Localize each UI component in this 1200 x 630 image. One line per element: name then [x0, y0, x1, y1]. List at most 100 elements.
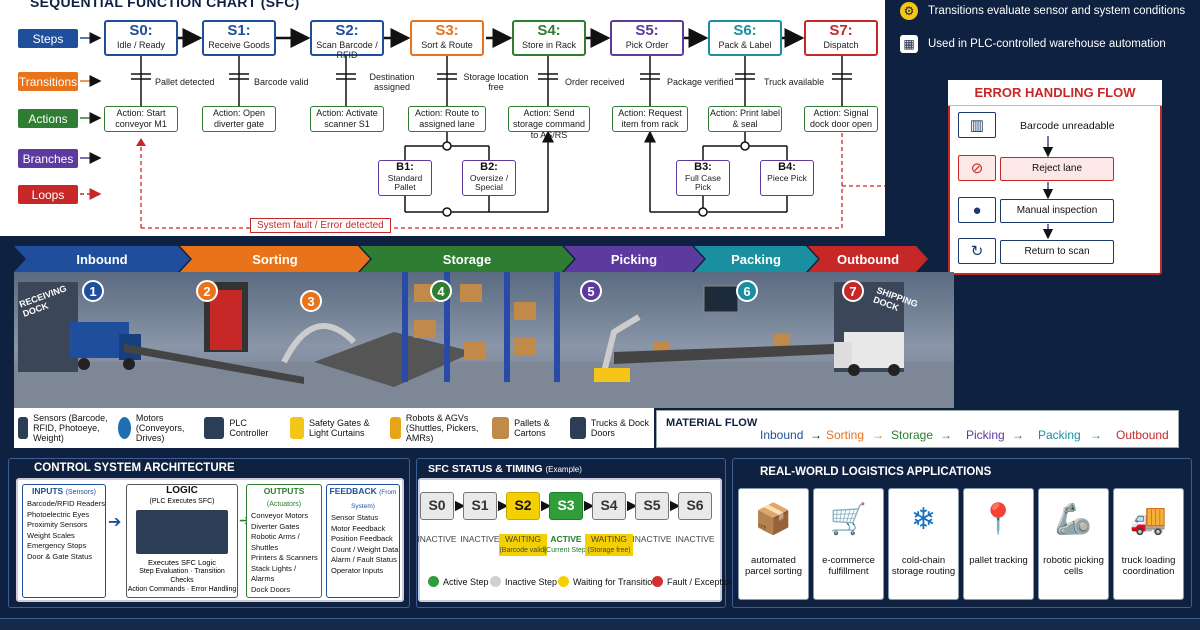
feedback-item: Position Feedback [331, 534, 393, 543]
conveyor-box-icon: 📦 [754, 502, 793, 536]
status-step-s5: S5 [635, 492, 669, 520]
output-item: Conveyor Motors [251, 511, 309, 520]
sfc-action: Action: Start conveyor M1 [104, 106, 178, 132]
output-item: Robotic Arms / Shuttles [251, 532, 300, 552]
legend-inactive: Inactive Step [490, 576, 557, 587]
plc-controller-icon [204, 417, 225, 439]
sfc-branch-b2: B2:Oversize / Special [462, 160, 516, 196]
applications-panel [732, 458, 1192, 608]
sfc-connectors [80, 28, 885, 229]
zone-picking: Picking [564, 246, 704, 272]
sfc-branch-b1: B1:Standard Pallet [378, 160, 432, 196]
component-pallets: Pallets & Cartons [492, 408, 568, 448]
app-label: robotic picking cells [1043, 555, 1104, 577]
pallet-pin-icon: 📍 [979, 502, 1018, 536]
step-name: Store in Rack [521, 40, 577, 50]
sfc-action: Action: Print label & seal [708, 106, 782, 132]
transition-label: Storage location free [463, 72, 529, 92]
info-row: ▦Used in PLC-controlled warehouse automa… [900, 33, 1166, 55]
logic-title: LOGIC [166, 485, 198, 496]
legend-label: Inactive Step [505, 576, 558, 587]
arrow-icon: ➔ [108, 514, 122, 531]
status-label-text: WAITING [590, 534, 628, 544]
flow-item: Inbound [760, 428, 804, 442]
error-flow-title: ERROR HANDLING FLOW [948, 80, 1162, 106]
step-id: S6: [733, 22, 757, 39]
zone-label: Packing [731, 251, 781, 267]
step-name: Receive Goods [208, 40, 270, 50]
input-item: Photoelectric Eyes [27, 509, 90, 519]
logic-desc: Action Commands · Error Handling [127, 586, 237, 593]
status-label: INACTIVE [632, 534, 672, 544]
person-icon: ● [958, 197, 996, 223]
warehouse-illustration [14, 272, 954, 408]
applications-title: REAL-WORLD LOGISTICS APPLICATIONS [760, 466, 992, 478]
status-label: ACTIVE(Current Step) [542, 534, 590, 556]
status-step-s2: S2 [506, 492, 540, 520]
feedback-title: FEEDBACK [329, 486, 377, 496]
input-item: Barcode/RFID Readers [27, 499, 105, 508]
fault-dot-icon [652, 576, 663, 587]
architecture-title: CONTROL SYSTEM ARCHITECTURE [34, 462, 235, 474]
input-item: Door & Gate Status [27, 551, 93, 561]
input-item: Emergency Stops [27, 541, 87, 550]
inputs-title: INPUTS [32, 486, 64, 496]
material-flow-title: MATERIAL FLOW [666, 417, 758, 429]
status-label: INACTIVE [417, 534, 457, 544]
status-title-text: SFC STATUS & TIMING [428, 463, 543, 475]
step-name: Idle / Ready [116, 40, 166, 50]
inactive-dot-icon [490, 576, 501, 587]
flow-item: Picking [966, 428, 1005, 442]
status-sub: (Storage free) [587, 547, 631, 554]
robot-arm-icon [390, 417, 401, 439]
zone-number-badge: 3 [300, 290, 322, 312]
output-item: Stack Lights / Alarms [251, 563, 297, 584]
zone-inbound: Inbound [14, 246, 190, 272]
app-card: 🦾robotic picking cells [1038, 488, 1109, 600]
sfc-action: Action: Send storage command to AS/RS [508, 106, 590, 140]
sfc-step-s0: S0:Idle / Ready [104, 20, 178, 56]
status-sub: (Current Step) [543, 547, 589, 554]
status-connectors [454, 500, 681, 512]
zone-number-badge: 5 [580, 280, 602, 302]
zone-label: Sorting [252, 251, 298, 267]
component-label: PLC Controller [229, 418, 269, 438]
info-box [888, 0, 1200, 70]
cart-icon: 🛒 [829, 502, 868, 536]
step-id: S3: [435, 22, 459, 39]
step-id: S2: [335, 22, 359, 39]
transition-label: Destination assigned [369, 72, 415, 92]
component-robots: Robots & AGVs (Shuttles, Pickers, AMRs) [390, 408, 488, 448]
logic-sub: (PLC Executes SFC) [149, 498, 215, 505]
feedback-item: Operator Inputs [331, 565, 384, 575]
component-label: Sensors (Barcode, RFID, Photoeye, Weight… [33, 413, 108, 443]
legend-actions: Actions [18, 109, 78, 128]
sfc-step-s3: S3:Sort & Route [410, 20, 484, 56]
truck-icon: 🚚 [1129, 502, 1168, 536]
app-label: automated parcel sorting [744, 555, 803, 577]
output-item: Dock Doors [251, 584, 291, 594]
truck-icon [570, 417, 586, 439]
sfc-action: Action: Signal dock door open [804, 106, 878, 132]
zone-label: Outbound [836, 251, 900, 267]
waiting-dot-icon [558, 576, 569, 587]
inputs-box: INPUTS (Sensors) Barcode/RFID Readers Ph… [22, 484, 106, 598]
flow-item: Packing [1038, 428, 1081, 442]
branch-id: B2: [480, 161, 498, 173]
sfc-step-s6: S6:Pack & Label [708, 20, 782, 56]
error-step-box: Return to scan [1000, 240, 1114, 264]
app-card: 🛒e-commerce fulfillment [813, 488, 884, 600]
legend-waiting: Waiting for Transition [558, 576, 657, 587]
app-label: truck loading coordination [1121, 555, 1176, 577]
sfc-action: Action: Route to assigned lane [408, 106, 486, 132]
status-label: WAITING (Storage free) [585, 534, 633, 556]
zone-number-badge: 2 [196, 280, 218, 302]
flow-item: Storage [891, 428, 934, 442]
feedback-item: Sensor Status [331, 513, 379, 522]
feedback-item: Alarm / Fault Status [331, 555, 397, 564]
footer-strip [0, 618, 1200, 630]
sfc-step-s1: S1:Receive Goods [202, 20, 276, 56]
inputs-sub: (Sensors) [65, 489, 96, 496]
step-name: Pack & Label [718, 40, 772, 50]
architecture-panel [8, 458, 410, 608]
